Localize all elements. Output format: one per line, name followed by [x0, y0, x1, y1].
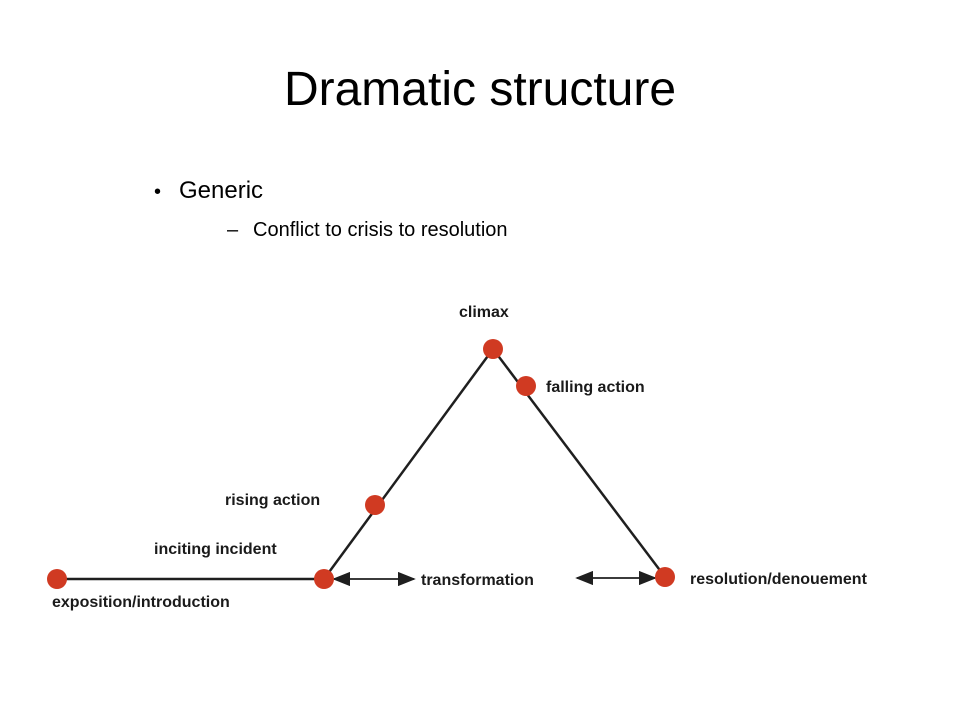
node-rising-action [365, 495, 385, 515]
node-inciting-incident [314, 569, 334, 589]
label-climax: climax [459, 304, 509, 321]
bullet-item: • Generic [154, 174, 508, 209]
label-resolution: resolution/denouement [690, 571, 868, 588]
slide-title: Dramatic structure [283, 63, 677, 116]
node-climax [483, 339, 503, 359]
label-rising-action: rising action [225, 492, 320, 509]
rising-line [322, 348, 495, 580]
label-transformation: transformation [421, 572, 534, 589]
label-exposition: exposition/introduction [52, 594, 230, 611]
bullet-marker: • [154, 181, 162, 203]
bullet-text: Generic [179, 177, 264, 204]
node-falling-action [516, 376, 536, 396]
label-inciting-incident: inciting incident [154, 541, 277, 558]
label-falling-action: falling action [546, 379, 645, 396]
sub-bullet-text: Conflict to crisis to resolution [253, 219, 508, 241]
node-exposition [47, 569, 67, 589]
sub-bullet-marker: – [227, 219, 239, 241]
sub-bullet-item: – Conflict to crisis to resolution [227, 215, 508, 245]
node-resolution [655, 567, 675, 587]
bullet-list: • Generic – Conflict to crisis to resolu… [154, 174, 508, 245]
